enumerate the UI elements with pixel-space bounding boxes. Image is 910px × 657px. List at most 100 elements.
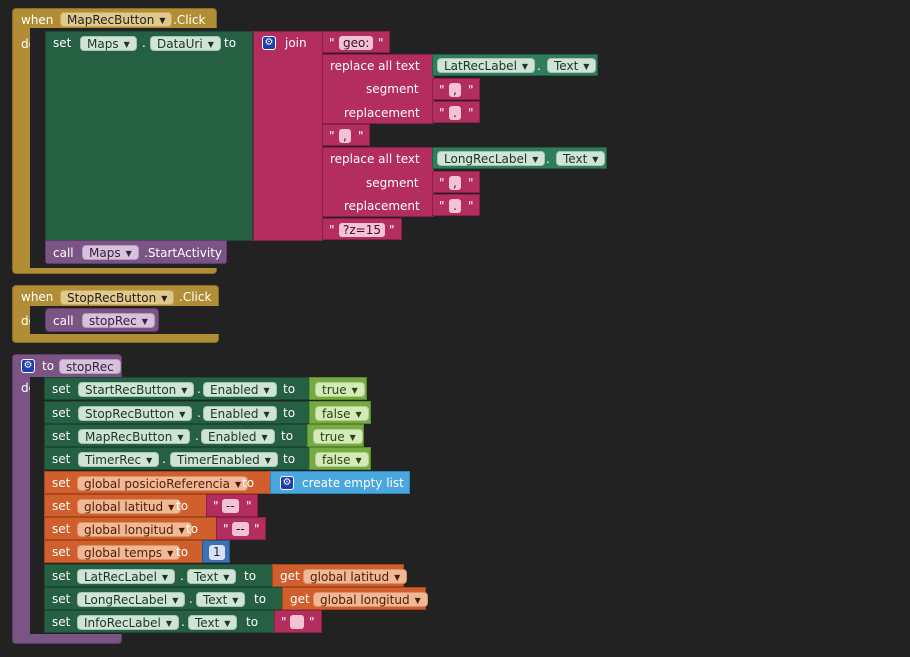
number-block[interactable]: 1	[202, 540, 230, 563]
text-replacement2-block[interactable]: " . "	[432, 194, 480, 216]
set-property-dropdown[interactable]: Text▼	[188, 615, 238, 630]
set-global-latitud-block[interactable]: set global latitud▼ to	[44, 494, 208, 517]
set-timerrec-timerenabled-block[interactable]: set TimerRec▼ . TimerEnabled▼ to	[44, 447, 312, 470]
logic-false-block[interactable]: false▼	[309, 447, 371, 470]
logic-value-dropdown[interactable]: false▼	[315, 452, 369, 467]
gear-icon[interactable]: ⚙	[280, 476, 294, 490]
set-property-dropdown[interactable]: Enabled▼	[203, 406, 277, 421]
replace-all-text-long-block[interactable]: replace all text segment replacement	[322, 147, 434, 217]
get-global-longitud-block[interactable]: get global longitud▼	[282, 587, 428, 610]
logic-false-block[interactable]: false▼	[309, 401, 371, 424]
logic-true-block[interactable]: true▼	[309, 377, 367, 400]
text-value[interactable]: .	[449, 106, 461, 120]
chevron-down-icon: ▼	[168, 503, 175, 512]
call-stoprec-block[interactable]: call stopRec▼	[45, 308, 159, 332]
set-component-dropdown[interactable]: MapRecButton▼	[78, 429, 191, 444]
logic-value-dropdown[interactable]: true▼	[315, 382, 365, 397]
set-property-dropdown[interactable]: TimerEnabled▼	[170, 452, 278, 467]
set-inforeclabel-text-block[interactable]: set InfoRecLabel▼ . Text▼ to	[44, 610, 276, 633]
set-property-dropdown[interactable]: Enabled▼	[203, 382, 277, 397]
text-segment2-block[interactable]: " , "	[432, 171, 480, 193]
component-label: StartRecButton	[85, 383, 177, 397]
call-component-dropdown[interactable]: Maps▼	[82, 245, 139, 260]
replace-all-keyword: replace all text	[330, 59, 420, 73]
variable-name-dropdown[interactable]: global latitud▼	[303, 569, 408, 584]
property-label: Enabled	[210, 407, 259, 421]
quote-close: "	[246, 499, 252, 513]
set-maps-datauri-block[interactable]: set Maps▼ . DataUri▼ to	[45, 31, 253, 241]
get-latreclabel-text-block[interactable]: LatRecLabel▼ . Text▼	[432, 54, 598, 76]
set-keyword: set	[52, 429, 71, 443]
text-value[interactable]: --	[222, 499, 239, 513]
variable-name-dropdown[interactable]: global longitud▼	[313, 592, 428, 607]
set-component-dropdown[interactable]: InfoRecLabel▼	[77, 615, 180, 630]
text-value[interactable]: ?z=15	[339, 223, 385, 237]
chevron-down-icon: ▼	[232, 596, 239, 605]
variable-name-dropdown[interactable]: global longitud▼	[77, 522, 192, 537]
text-dashes-block[interactable]: " -- "	[206, 494, 258, 517]
set-startrecbutton-enabled-block[interactable]: set StartRecButton▼ . Enabled▼ to	[44, 377, 312, 400]
variable-name-dropdown[interactable]: global posicioReferencia▼	[77, 476, 249, 491]
text-value[interactable]: ,	[449, 176, 461, 190]
set-property-dropdown[interactable]: Text▼	[187, 569, 237, 584]
set-maprecbutton-enabled-block[interactable]: set MapRecButton▼ . Enabled▼ to	[44, 424, 310, 447]
text-geo-block[interactable]: " geo: "	[322, 31, 390, 53]
variable-name-dropdown[interactable]: global latitud ▼	[77, 499, 182, 514]
variable-name-dropdown[interactable]: global temps▼	[77, 545, 181, 560]
gear-icon[interactable]: ⚙	[21, 359, 35, 373]
set-property-dropdown[interactable]: Text▼	[196, 592, 246, 607]
text-value[interactable]	[290, 615, 304, 629]
text-zoom-block[interactable]: " ?z=15 "	[322, 218, 402, 240]
replace-all-text-lat-block[interactable]: replace all text segment replacement	[322, 54, 434, 124]
set-global-longitud-block[interactable]: set global longitud▼ to	[44, 517, 218, 540]
logic-true-block[interactable]: true▼	[307, 424, 364, 447]
set-component-dropdown[interactable]: TimerRec▼	[78, 452, 160, 467]
quote-open: "	[439, 83, 445, 97]
event-component-dropdown[interactable]: StopRecButton▼	[60, 290, 175, 305]
set-keyword: set	[52, 592, 71, 606]
text-value[interactable]: --	[232, 522, 249, 536]
chevron-down-icon: ▼	[178, 526, 185, 535]
get-global-latitud-block[interactable]: get global latitud▼	[272, 564, 408, 587]
text-empty-block[interactable]: " "	[274, 610, 322, 633]
number-value[interactable]: 1	[209, 545, 225, 560]
join-block[interactable]: ⚙ join	[253, 31, 323, 241]
set-component-dropdown[interactable]: LatRecLabel▼	[77, 569, 176, 584]
get-property-dropdown[interactable]: Text▼	[556, 151, 606, 166]
variable-name-label: global latitud	[84, 500, 164, 514]
text-value[interactable]: ,	[339, 129, 351, 143]
procedure-name-field[interactable]: stopRec	[59, 359, 121, 374]
set-property-dropdown[interactable]: DataUri▼	[150, 36, 221, 51]
set-latreclabel-text-block[interactable]: set LatRecLabel▼ . Text▼ to	[44, 564, 274, 587]
text-replacement1-block[interactable]: " . "	[432, 101, 480, 123]
text-segment1-block[interactable]: " , "	[432, 78, 480, 100]
chevron-down-icon: ▼	[172, 596, 179, 605]
gear-icon[interactable]: ⚙	[262, 36, 276, 50]
logic-value-label: false	[322, 407, 351, 421]
set-component-dropdown[interactable]: StartRecButton▼	[78, 382, 195, 397]
set-component-dropdown[interactable]: LongRecLabel▼	[77, 592, 186, 607]
text-value[interactable]: geo:	[339, 36, 374, 50]
call-maps-startactivity-block[interactable]: call Maps▼ .StartActivity	[45, 240, 227, 264]
get-component-dropdown[interactable]: LatRecLabel▼	[437, 58, 536, 73]
logic-value-dropdown[interactable]: false▼	[315, 406, 369, 421]
set-global-temps-block[interactable]: set global temps▼ to	[44, 540, 204, 563]
event-component-dropdown[interactable]: MapRecButton▼	[60, 12, 173, 27]
segment-keyword: segment	[366, 82, 419, 96]
text-value[interactable]: .	[449, 199, 461, 213]
set-component-dropdown[interactable]: StopRecButton▼	[78, 406, 193, 421]
create-empty-list-block[interactable]: ⚙ create empty list	[270, 471, 410, 494]
get-longreclabel-text-block[interactable]: LongRecLabel▼ . Text▼	[432, 147, 607, 169]
set-property-dropdown[interactable]: Enabled▼	[201, 429, 275, 444]
call-procedure-dropdown[interactable]: stopRec▼	[82, 313, 155, 328]
get-component-dropdown[interactable]: LongRecLabel▼	[437, 151, 546, 166]
get-property-dropdown[interactable]: Text▼	[547, 58, 597, 73]
set-component-dropdown[interactable]: Maps▼	[80, 36, 137, 51]
text-value[interactable]: ,	[449, 83, 461, 97]
text-comma-block[interactable]: " , "	[322, 124, 370, 146]
logic-value-dropdown[interactable]: true▼	[313, 429, 363, 444]
set-stoprecbutton-enabled-block[interactable]: set StopRecButton▼ . Enabled▼ to	[44, 401, 312, 424]
set-global-posicioreferencia-block[interactable]: set global posicioReferencia▼ to	[44, 471, 272, 494]
set-longreclabel-text-block[interactable]: set LongRecLabel▼ . Text▼ to	[44, 587, 284, 610]
text-dashes-block[interactable]: " -- "	[216, 517, 266, 540]
